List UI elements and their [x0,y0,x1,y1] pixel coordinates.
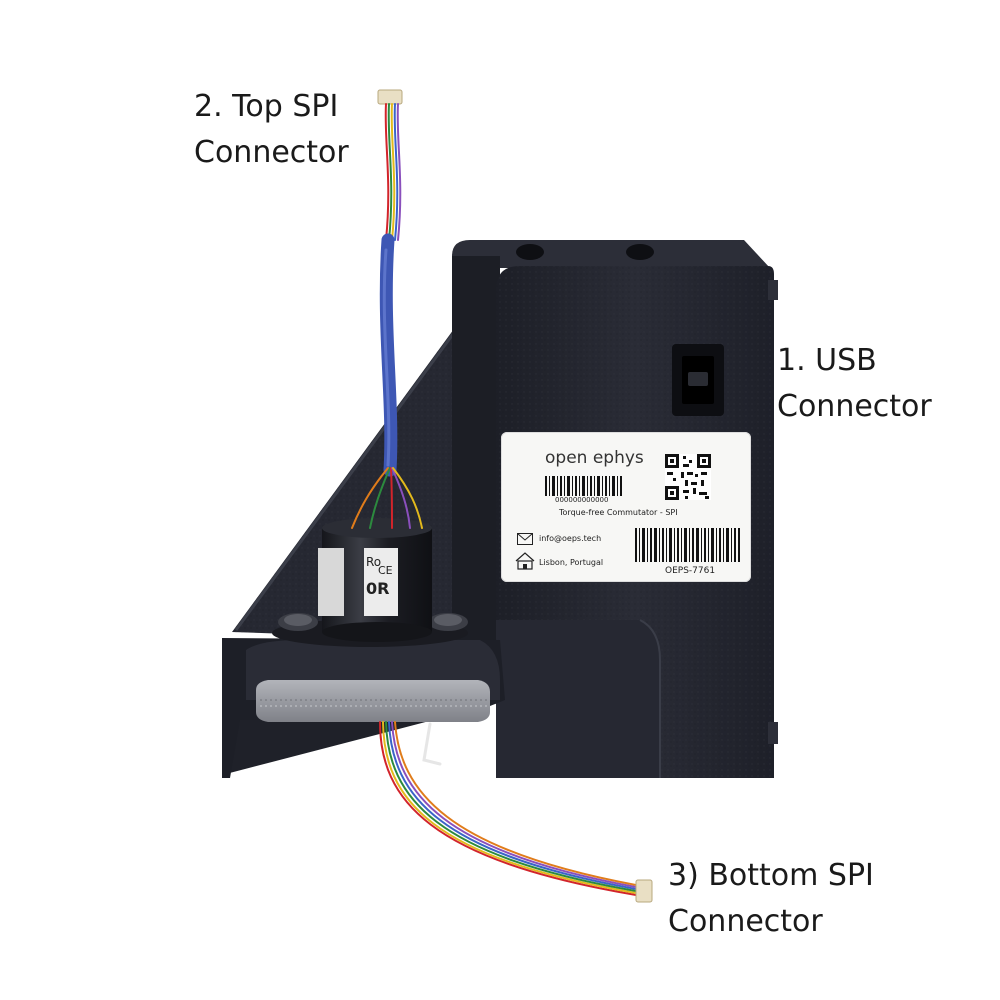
top-spi-connector [377,89,403,105]
contact-location: Lisbon, Portugal [539,558,604,567]
slip-ring: Ro CE 0R [318,518,432,642]
housing-side [452,256,500,676]
brand-name: open ephys [545,448,644,468]
slip-ring-code: 0R [366,579,389,598]
bottom-spi-callout-line1: 3) Bottom SPI [668,858,874,893]
bottom-spi-cable [379,721,653,903]
usb-port [672,344,724,416]
ce-mark: CE [378,564,393,577]
qr-code [665,454,711,500]
contact-email: info@oeps.tech [539,534,602,543]
bottom-spi-connector [635,879,653,903]
serial-barcode [545,476,622,496]
serial-number: 000000000000 [555,496,609,504]
bottom-spi-callout-line2: Connector [668,904,823,939]
usb-callout-line1: 1. USB [777,343,877,378]
part-number: OEPS-7761 [665,566,716,576]
top-spi-cable [351,89,423,529]
usb-callout-line2: Connector [777,389,932,424]
thumb-wheel [256,680,490,722]
part-barcode [635,528,740,562]
product-name: Torque-free Commutator - SPI [559,508,678,517]
location-icon [515,552,535,570]
product-label: open ephys 000000000000 Torque-free Comm… [501,432,751,582]
bottom-spi-callout: 3) Bottom SPI Connector [668,853,874,945]
top-spi-callout-line2: Connector [194,135,349,170]
mail-icon [517,533,533,545]
usb-callout: 1. USB Connector [777,338,932,430]
slip-ring-brand: Ro [366,555,381,569]
housing-top [452,240,770,268]
top-spi-callout: 2. Top SPI Connector [194,84,349,176]
top-spi-callout-line1: 2. Top SPI [194,89,339,124]
